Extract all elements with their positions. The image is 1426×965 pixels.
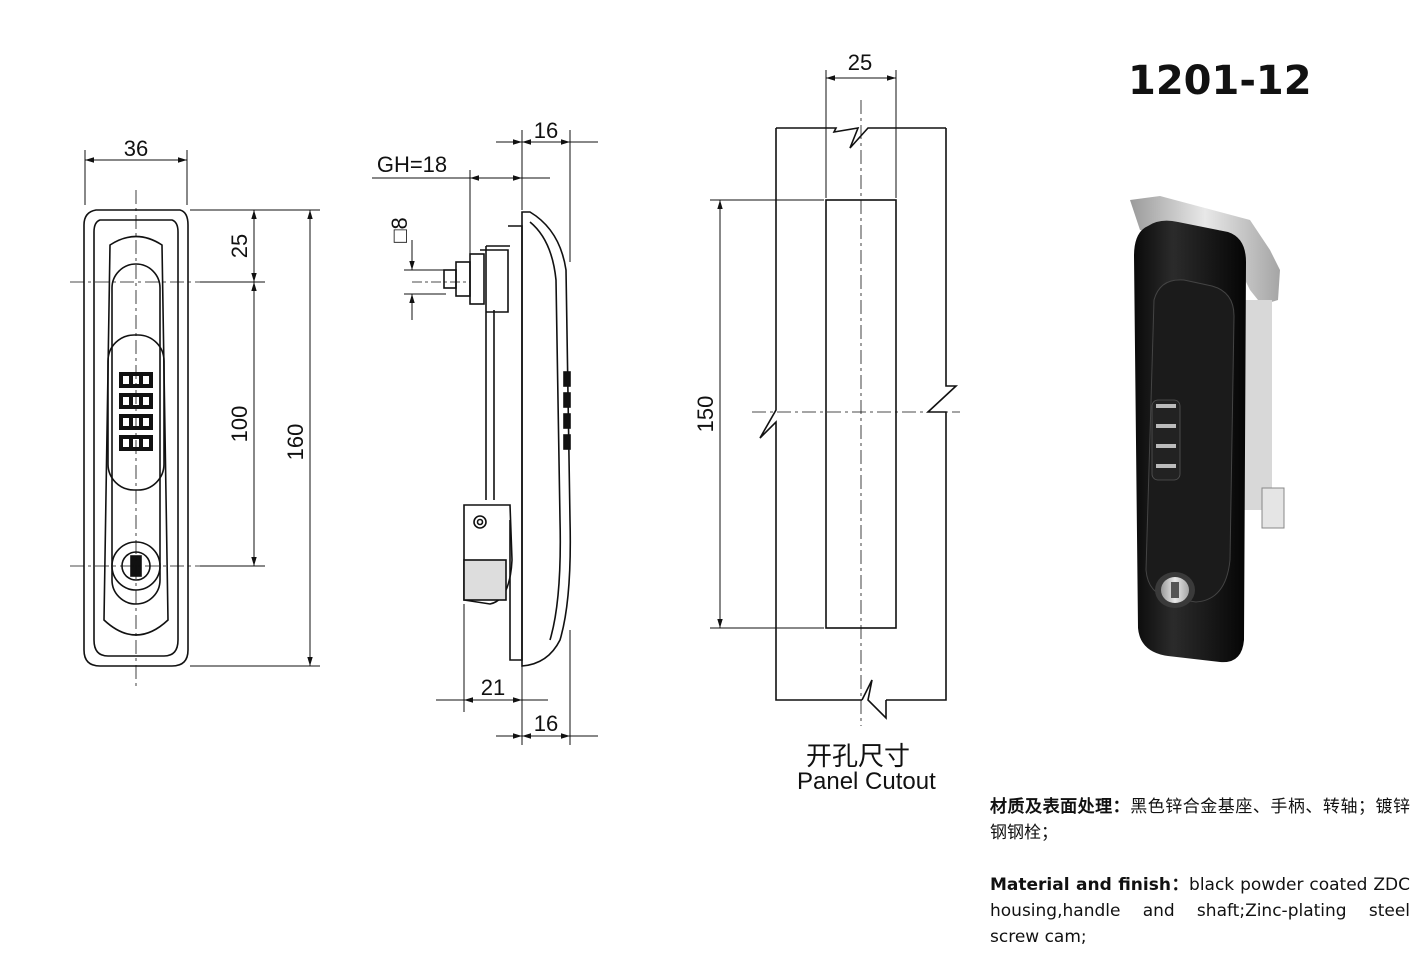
side-view (412, 211, 572, 667)
dim-total-height: 160 (283, 424, 308, 461)
panel-cutout-view (752, 100, 960, 726)
cutout-label-en: Panel Cutout (797, 768, 936, 795)
spec-cn-text: 黑色锌合金基座、手柄、转轴；镀锌钢钢栓； (990, 797, 1411, 843)
spec-en-text: black powder coated ZDC housing,handle a… (990, 875, 1410, 947)
spec-cn: 材质及表面处理：黑色锌合金基座、手柄、转轴；镀锌钢钢栓； (990, 794, 1410, 846)
model-number: 1201-12 (1128, 58, 1312, 104)
dim-cutout-height: 150 (693, 396, 718, 433)
dim-hole-spacing: 100 (227, 406, 252, 443)
cutout-dimensions (710, 70, 897, 629)
dim-front-width: 36 (124, 136, 148, 161)
dim-side-offset: 21 (481, 675, 505, 700)
dim-square-shaft: □8 (387, 217, 412, 243)
cutout-label-cn: 开孔尺寸 (806, 742, 911, 772)
dim-top-offset: 25 (227, 234, 252, 258)
front-dimensions (84, 150, 320, 667)
front-view (70, 190, 200, 690)
dim-grip-height: GH=18 (377, 152, 447, 177)
side-dimensions (372, 130, 598, 745)
product-illustration (1130, 196, 1285, 663)
dim-side-depth-bottom: 16 (534, 711, 558, 736)
dim-cutout-width: 25 (848, 50, 872, 75)
spec-en: Material and finish：black powder coated … (990, 872, 1410, 950)
spec-en-label: Material and finish： (990, 875, 1190, 895)
dim-side-depth-top: 16 (534, 118, 558, 143)
spec-cn-label: 材质及表面处理： (990, 797, 1131, 817)
